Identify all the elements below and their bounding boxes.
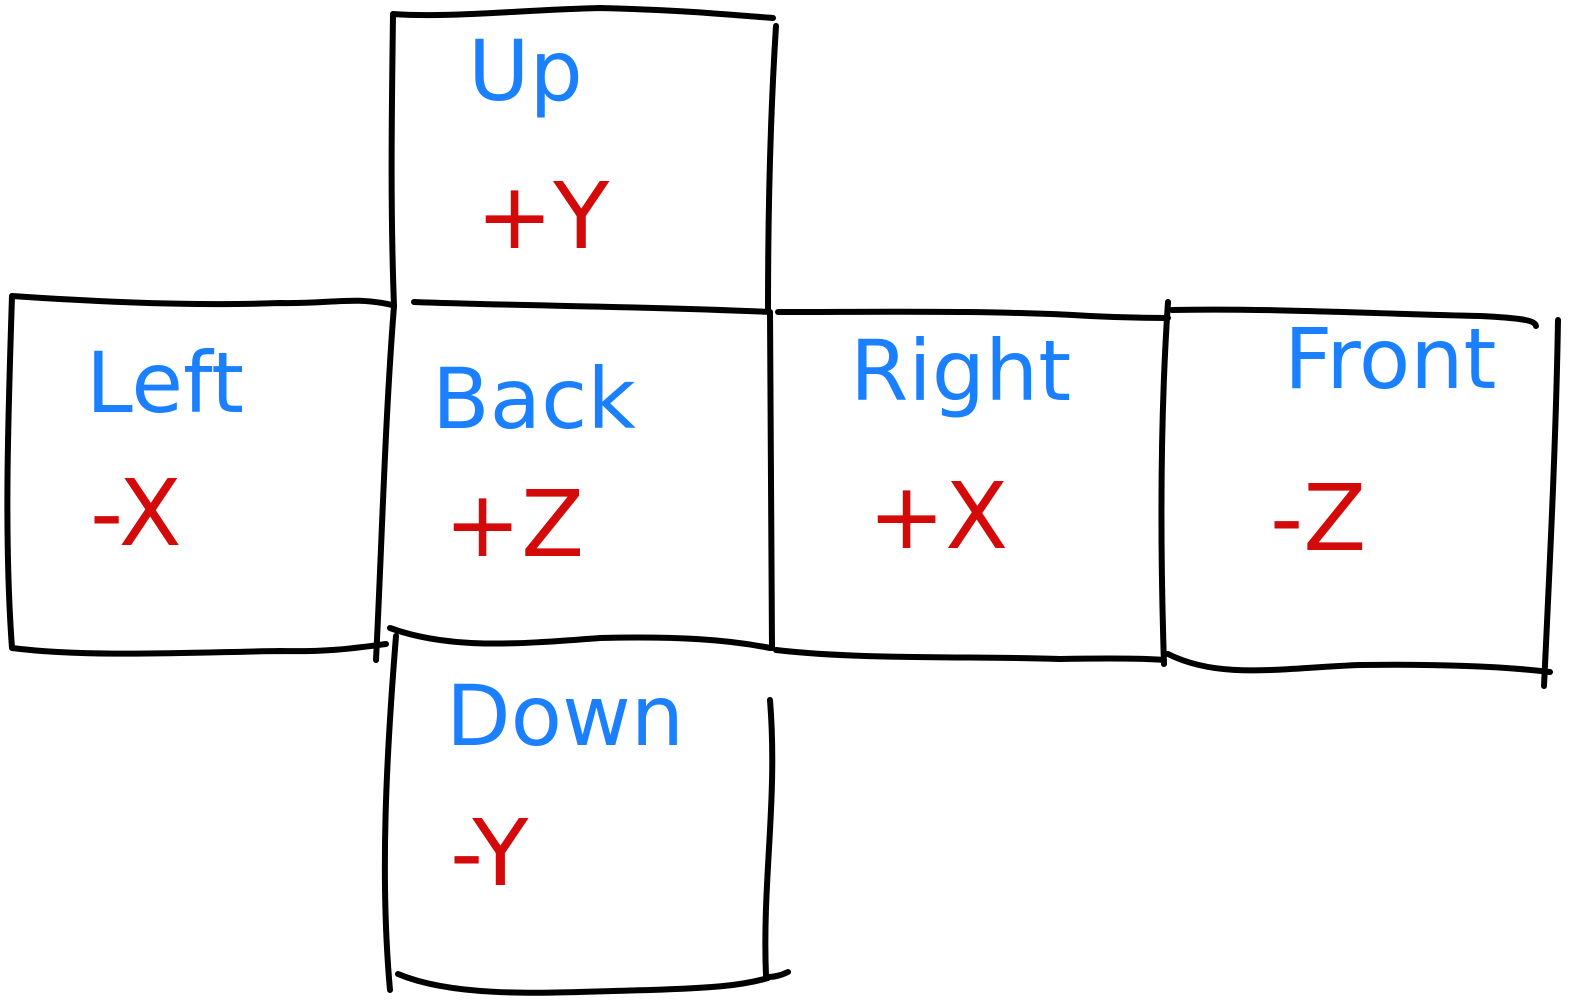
face-back-axis: +Z: [444, 471, 584, 578]
face-left: Left -X: [4, 293, 395, 657]
face-back: Back +Z: [373, 299, 775, 663]
face-front-outline: [1165, 306, 1561, 689]
face-right-name: Right: [850, 322, 1071, 420]
face-right-axis: +X: [868, 463, 1008, 570]
face-up: Up +Y: [388, 5, 779, 313]
face-front: Front -Z: [1165, 306, 1561, 689]
face-back-outline: [373, 299, 775, 663]
face-left-outline: [4, 293, 395, 657]
face-up-outline: [388, 5, 779, 313]
face-front-axis: -Z: [1270, 465, 1366, 572]
face-right-outline: [773, 299, 1171, 667]
face-down-outline: [381, 633, 791, 996]
face-up-name: Up: [468, 22, 583, 120]
face-down-name: Down: [446, 667, 684, 765]
face-up-axis: +Y: [476, 163, 610, 270]
face-left-name: Left: [86, 334, 244, 432]
face-left-axis: -X: [90, 460, 182, 567]
face-front-name: Front: [1284, 310, 1496, 408]
face-down-axis: -Y: [450, 800, 529, 907]
face-back-name: Back: [432, 350, 636, 448]
face-down: Down -Y: [381, 633, 791, 996]
face-right: Right +X: [773, 299, 1171, 667]
